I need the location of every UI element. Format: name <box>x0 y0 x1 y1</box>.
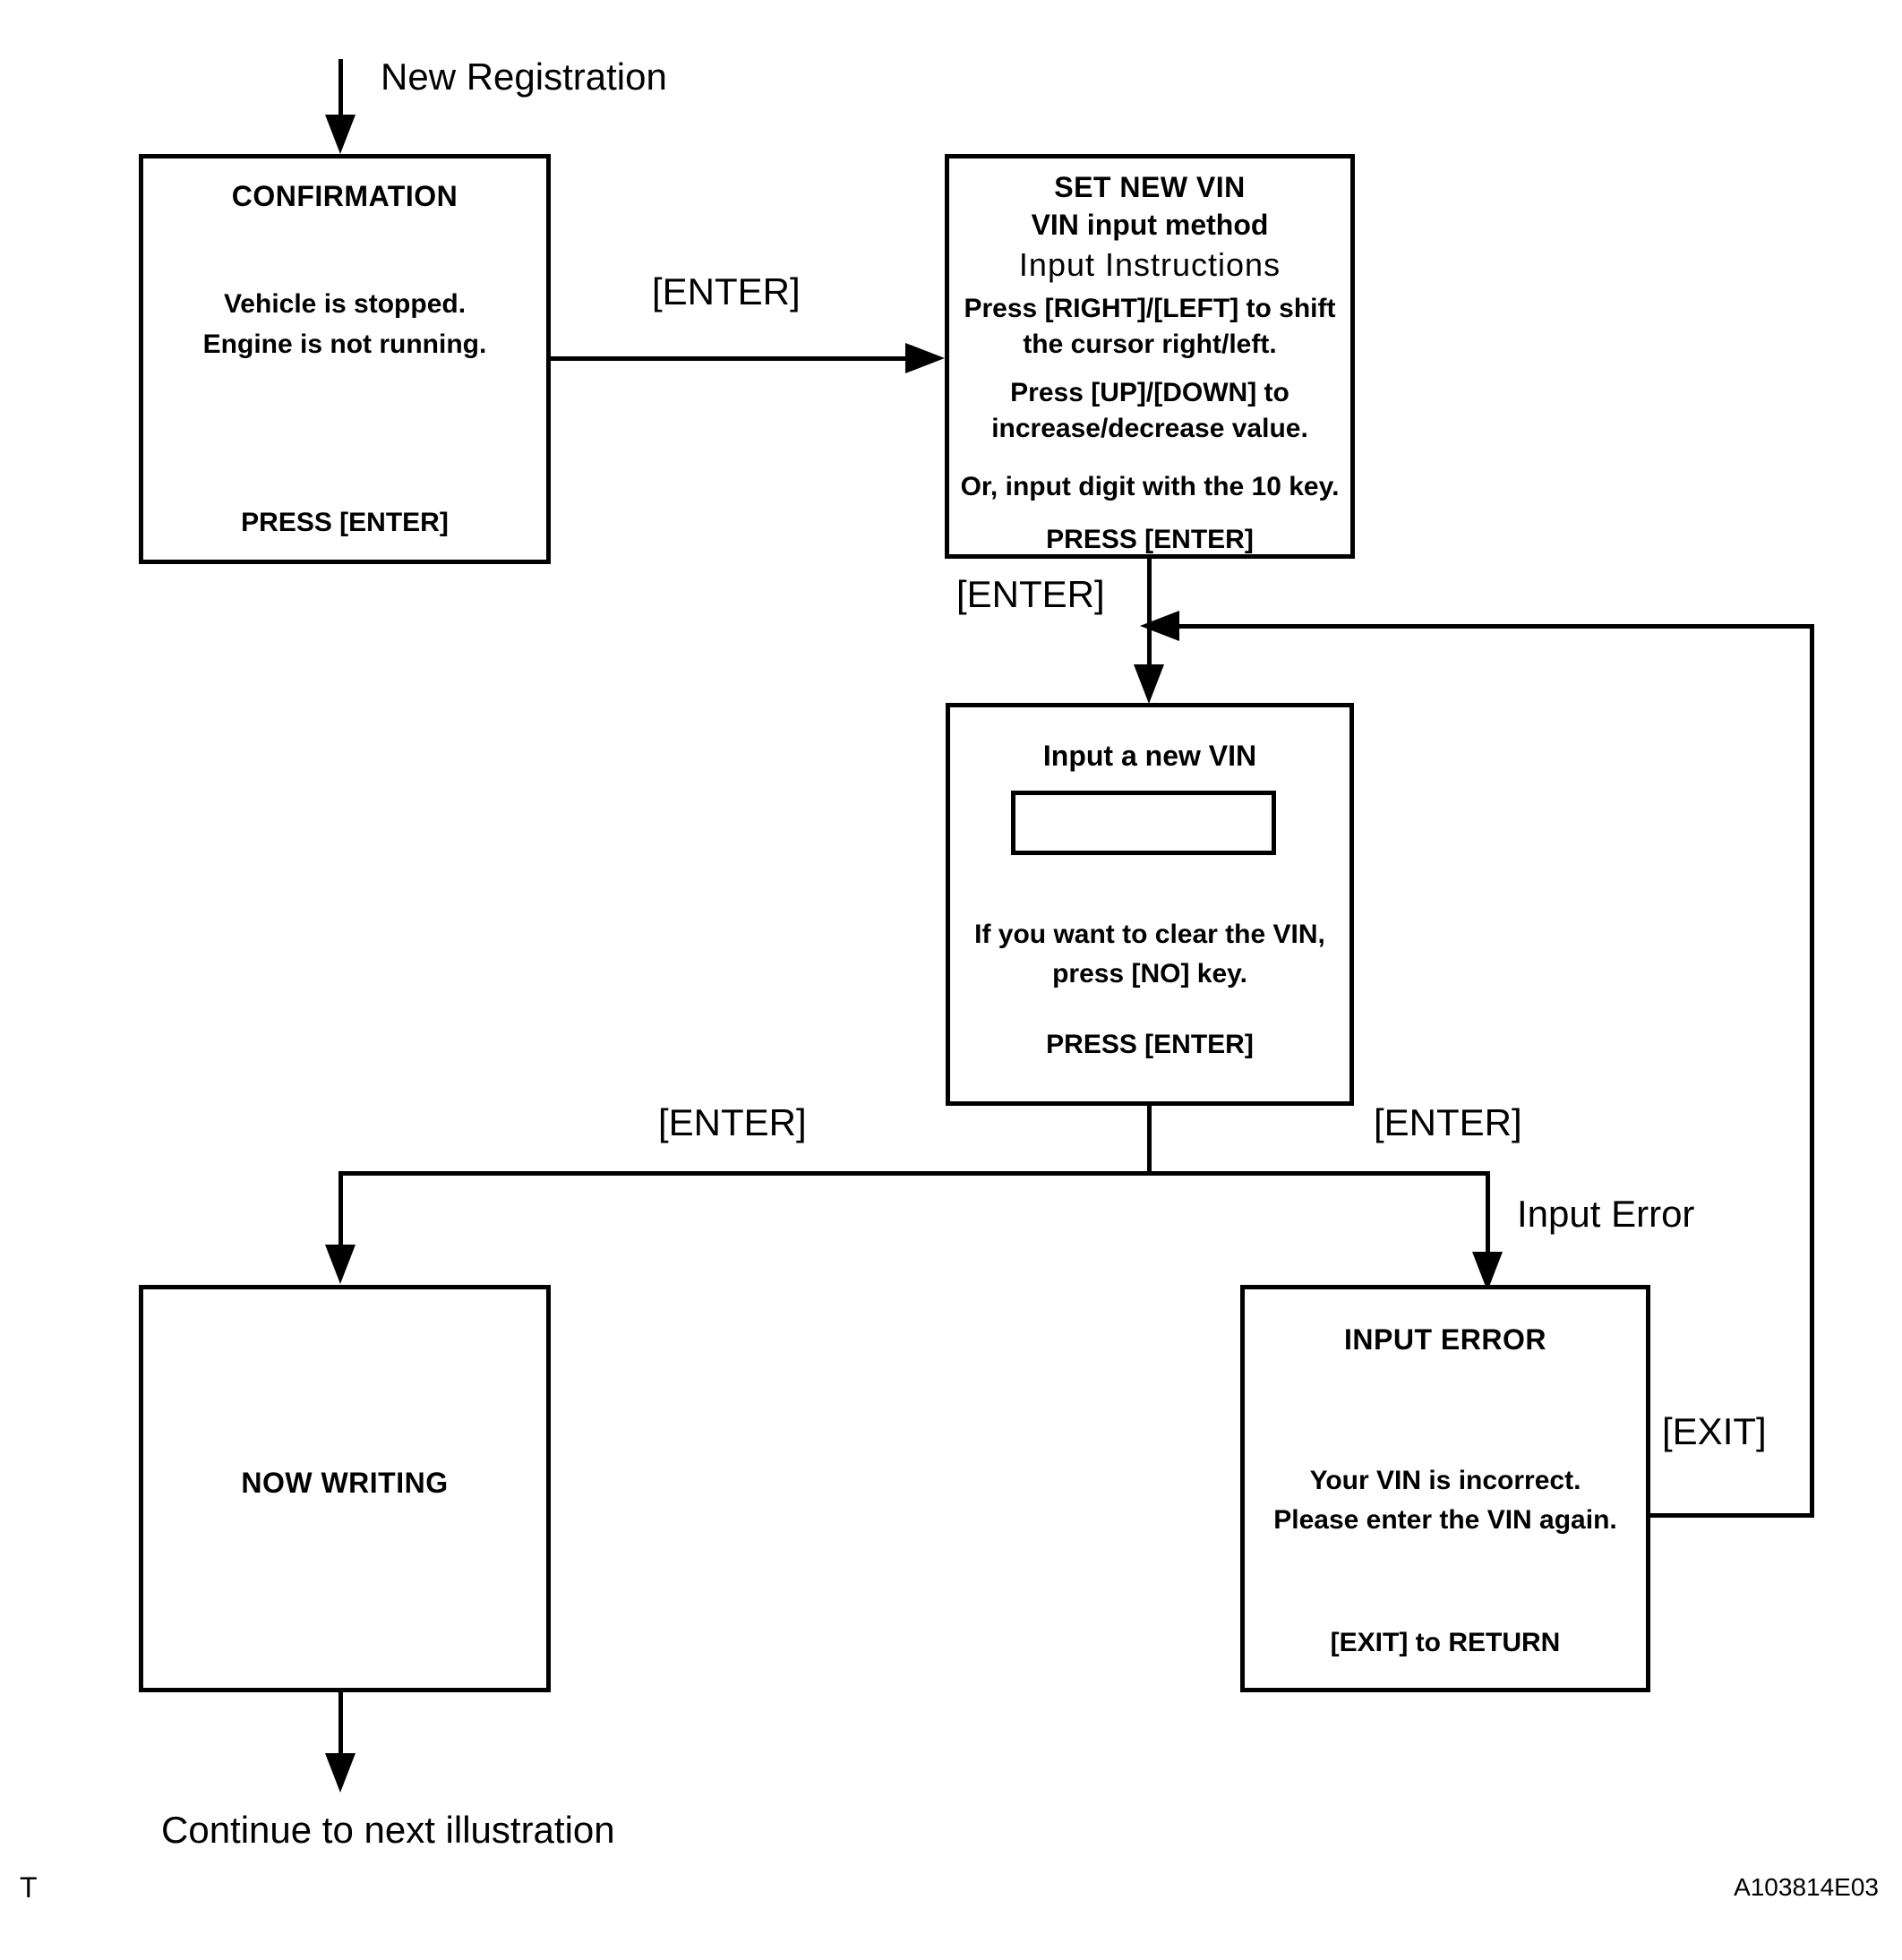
edge-label-input-to-error: [ENTER] <box>1374 1101 1522 1143</box>
set-new-vin-body-line-1: Press [RIGHT]/[LEFT] to shift <box>964 294 1336 323</box>
confirmation-body-line-2: Engine is not running. <box>202 330 487 359</box>
entry-arrow-head <box>325 115 356 154</box>
branch-to-now-writing-arrow-head <box>325 1245 356 1284</box>
input-error-body-line-1: Your VIN is incorrect. <box>1309 1466 1581 1495</box>
figure-id-label: A103814E03 <box>1734 1873 1879 1901</box>
confirmation-title: CONFIRMATION <box>231 180 458 212</box>
input-error-footer: [EXIT] to RETURN <box>1330 1628 1561 1657</box>
error-return-vertical-line <box>1810 624 1814 1518</box>
branch-to-input-error-arrow-head <box>1472 1252 1503 1291</box>
edge-label-confirm-to-setvin: [ENTER] <box>652 270 801 312</box>
page-corner-mark: T <box>20 1871 38 1904</box>
error-return-bottom-line <box>1646 1513 1814 1518</box>
screen-input-error[interactable]: INPUT ERROR Your VIN is incorrect. Pleas… <box>1240 1285 1650 1692</box>
now-writing-title: NOW WRITING <box>241 1467 449 1499</box>
input-new-vin-body-line-1: If you want to clear the VIN, <box>974 920 1325 949</box>
screen-now-writing[interactable]: NOW WRITING <box>139 1285 551 1692</box>
confirmation-body: Vehicle is stopped. Engine is not runnin… <box>143 284 546 364</box>
entry-arrow-stem <box>338 59 343 125</box>
error-return-arrow-head <box>1140 611 1179 641</box>
input-branch-bus <box>338 1171 1490 1176</box>
branch-to-now-writing-line <box>338 1171 343 1264</box>
set-new-vin-body-line-2: the cursor right/left. <box>1023 330 1277 359</box>
exit-arrow-head <box>325 1753 356 1793</box>
set-new-vin-body-line-3: Press [UP]/[DOWN] to <box>1010 378 1289 407</box>
setvin-to-input-arrow-head <box>1134 664 1164 704</box>
input-new-vin-body: If you want to clear the VIN, press [NO]… <box>950 915 1349 994</box>
entry-label: New Registration <box>381 56 667 98</box>
screen-set-new-vin[interactable]: SET NEW VIN VIN input method Input Instr… <box>945 154 1355 559</box>
confirm-to-setvin-line <box>551 356 909 361</box>
set-new-vin-title: SET NEW VIN <box>1054 171 1246 203</box>
input-new-vin-body-line-2: press [NO] key. <box>1052 959 1247 989</box>
input-error-body: Your VIN is incorrect. Please enter the … <box>1245 1461 1646 1540</box>
error-return-top-line <box>1164 624 1814 629</box>
exit-arrow-stem <box>338 1692 343 1784</box>
set-new-vin-body: Press [RIGHT]/[LEFT] to shift the cursor… <box>949 291 1350 447</box>
edge-label-setvin-to-input: [ENTER] <box>956 573 1105 615</box>
screen-confirmation[interactable]: CONFIRMATION Vehicle is stopped. Engine … <box>139 154 551 564</box>
set-new-vin-footer: PRESS [ENTER] <box>1046 525 1254 554</box>
input-error-title: INPUT ERROR <box>1344 1323 1546 1356</box>
edge-label-error-branch: Input Error <box>1517 1193 1695 1235</box>
vin-input-field[interactable] <box>1011 791 1276 855</box>
exit-label: Continue to next illustration <box>161 1809 615 1851</box>
input-new-vin-title: Input a new VIN <box>1042 740 1257 772</box>
edge-label-input-to-writing: [ENTER] <box>658 1101 807 1143</box>
input-branch-stem <box>1147 1106 1152 1176</box>
edge-label-error-return: [EXIT] <box>1662 1410 1767 1452</box>
set-new-vin-alt-line: Or, input digit with the 10 key. <box>960 472 1340 501</box>
confirmation-body-line-1: Vehicle is stopped. <box>223 289 467 319</box>
set-new-vin-body-line-4: increase/decrease value. <box>991 414 1308 443</box>
set-new-vin-subtitle: VIN input method <box>1031 209 1269 241</box>
set-new-vin-instructions-heading: Input Instructions <box>1018 246 1281 283</box>
confirm-to-setvin-arrow-head <box>905 343 945 373</box>
branch-to-input-error-line <box>1486 1171 1490 1288</box>
input-new-vin-footer: PRESS [ENTER] <box>1046 1030 1254 1059</box>
confirmation-footer: PRESS [ENTER] <box>241 508 449 537</box>
screen-input-new-vin[interactable]: Input a new VIN If you want to clear the… <box>946 703 1354 1106</box>
input-error-body-line-2: Please enter the VIN again. <box>1273 1505 1617 1535</box>
